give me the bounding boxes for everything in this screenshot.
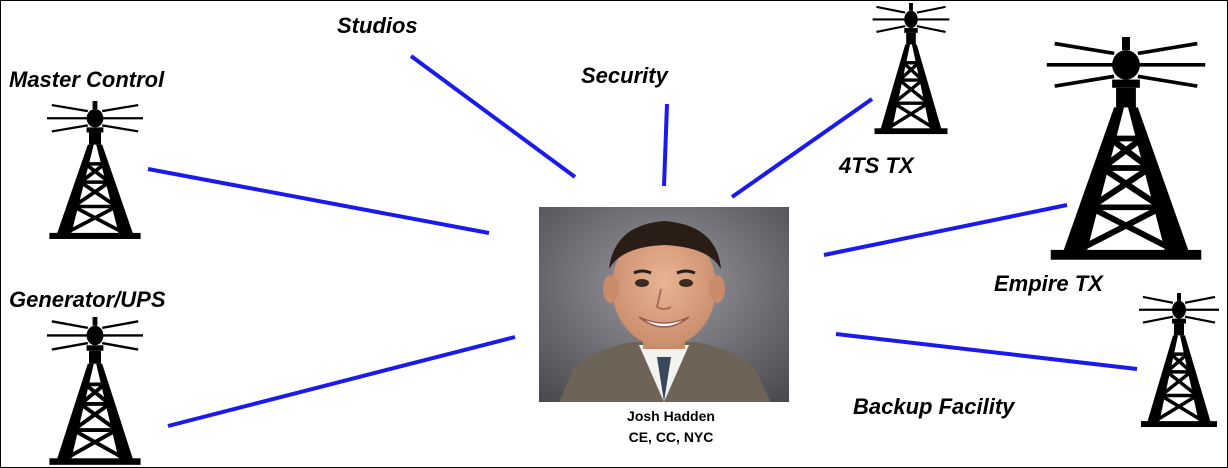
label-empire-tx: Empire TX <box>994 271 1103 296</box>
wire-empire-tx <box>823 203 1068 257</box>
label-security: Security <box>581 63 668 88</box>
person-name: Josh Hadden <box>627 408 715 424</box>
wire-generator-ups <box>167 335 516 428</box>
wire-4ts-tx <box>730 97 874 199</box>
radio-tower-icon <box>1027 37 1225 263</box>
label-4ts-tx: 4TS TX <box>839 153 914 178</box>
radio-tower-icon <box>35 317 155 467</box>
radio-tower-icon <box>863 3 959 136</box>
wire-backup-facility <box>835 332 1138 371</box>
wire-security <box>662 103 669 187</box>
radio-tower-icon <box>35 101 155 241</box>
label-backup-facility: Backup Facility <box>853 394 1015 419</box>
label-studios: Studios <box>337 13 418 38</box>
person-photo <box>539 207 789 402</box>
wire-studios <box>409 54 577 179</box>
person-title: CE, CC, NYC <box>628 429 714 445</box>
label-master-control: Master Control <box>9 67 165 92</box>
label-generator-ups: Generator/UPS <box>9 287 166 312</box>
wire-master-control <box>147 167 490 235</box>
radio-tower-icon <box>1129 293 1227 429</box>
